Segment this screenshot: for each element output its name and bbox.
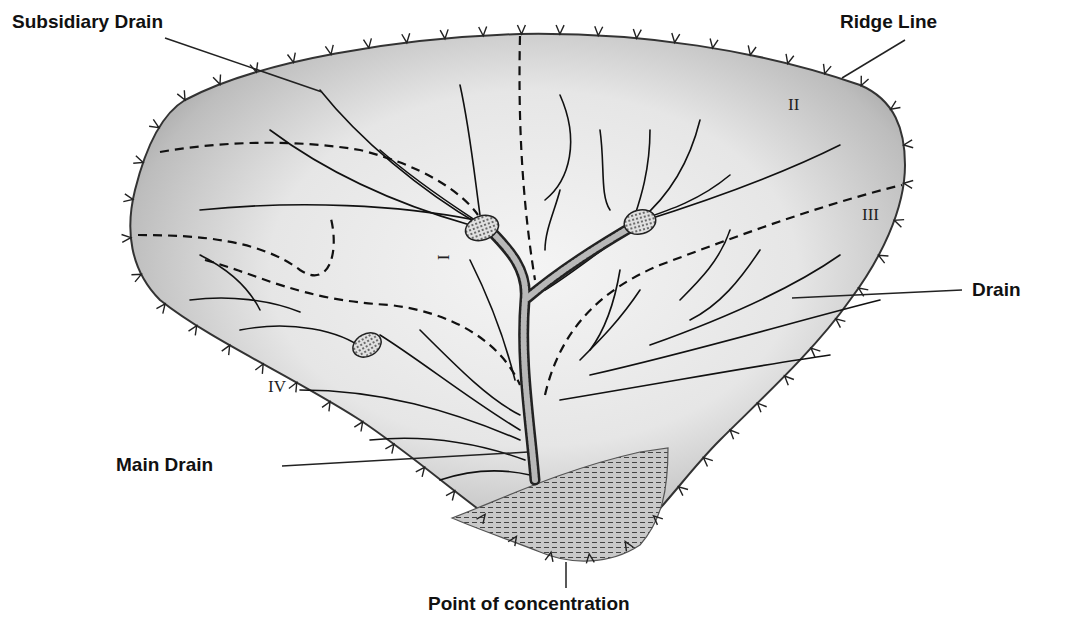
ponds xyxy=(349,206,659,362)
ridge-tick xyxy=(556,25,564,34)
ridge-tick xyxy=(861,76,868,86)
part-label: Drain xyxy=(972,280,1021,301)
ridge-ticks xyxy=(122,25,914,563)
ridge-tick xyxy=(786,54,794,64)
ridge-tick xyxy=(354,422,362,432)
subwatershed-number: I xyxy=(433,255,452,261)
ridge-tick xyxy=(586,554,594,563)
ridge-tick xyxy=(213,74,220,84)
ridge-tick xyxy=(416,467,425,477)
ridge-tick xyxy=(836,319,846,328)
subwatershed-number: III xyxy=(862,206,879,225)
ridge-tick xyxy=(730,430,739,439)
ridge-tick xyxy=(325,45,333,55)
ridge-tick xyxy=(177,90,185,100)
ridge-tick xyxy=(446,491,455,501)
subwatershed-number: IV xyxy=(268,378,286,397)
ridge-tick xyxy=(710,38,718,48)
ridge-tick xyxy=(545,552,553,562)
ridge-tick xyxy=(894,220,904,228)
ridge-tick xyxy=(758,403,767,412)
part-label: Ridge Line xyxy=(840,12,937,33)
leader-lines xyxy=(165,38,962,588)
ridge-tick xyxy=(811,348,820,357)
ridge-tick xyxy=(287,53,295,63)
ridge-tick xyxy=(748,45,756,55)
ridge-tick xyxy=(904,140,913,148)
ridge-tick xyxy=(189,326,197,336)
ridge-tick xyxy=(625,542,633,552)
ridge-tick xyxy=(440,29,448,38)
ridge-tick xyxy=(255,364,263,374)
ridge-tick xyxy=(402,33,410,42)
ridge-tick xyxy=(891,101,901,109)
ridge-tick xyxy=(123,194,133,202)
ridge-tick xyxy=(633,29,641,38)
ridge-tick xyxy=(679,487,688,496)
ridge-tick xyxy=(289,383,297,393)
part-label: Main Drain xyxy=(116,455,213,476)
ridge-tick xyxy=(122,234,131,242)
ridge-tick xyxy=(322,402,330,412)
ridge-tick xyxy=(672,33,680,42)
watershed-boundary xyxy=(130,34,905,555)
ridge-tick xyxy=(703,458,712,467)
ridge-tick xyxy=(879,255,889,263)
part-label: Subsidiary Drain xyxy=(12,12,163,33)
ridge-tick xyxy=(385,444,394,454)
point-of-concentration-area xyxy=(452,448,668,561)
ridge-tick xyxy=(156,304,165,314)
ridge-tick xyxy=(595,26,603,35)
ridge-tick xyxy=(904,181,913,189)
ridge-tick xyxy=(363,38,371,48)
ridge-tick xyxy=(133,156,143,164)
ridge-tick xyxy=(479,27,487,36)
part-label: Point of concentration xyxy=(428,594,630,615)
ridge-tick xyxy=(654,516,663,525)
main-drain xyxy=(488,222,640,480)
subwatershed-number: II xyxy=(788,96,799,115)
drain-network xyxy=(190,85,880,480)
ridge-tick xyxy=(477,514,486,524)
ridge-tick xyxy=(131,274,141,282)
ridge-tick xyxy=(517,25,525,34)
ridge-tick xyxy=(785,376,794,385)
ridge-tick xyxy=(823,64,831,74)
main-drain-fill xyxy=(488,222,640,480)
ridge-tick xyxy=(222,345,230,355)
ridge-tick xyxy=(149,119,159,127)
ridge-tick xyxy=(508,536,516,546)
